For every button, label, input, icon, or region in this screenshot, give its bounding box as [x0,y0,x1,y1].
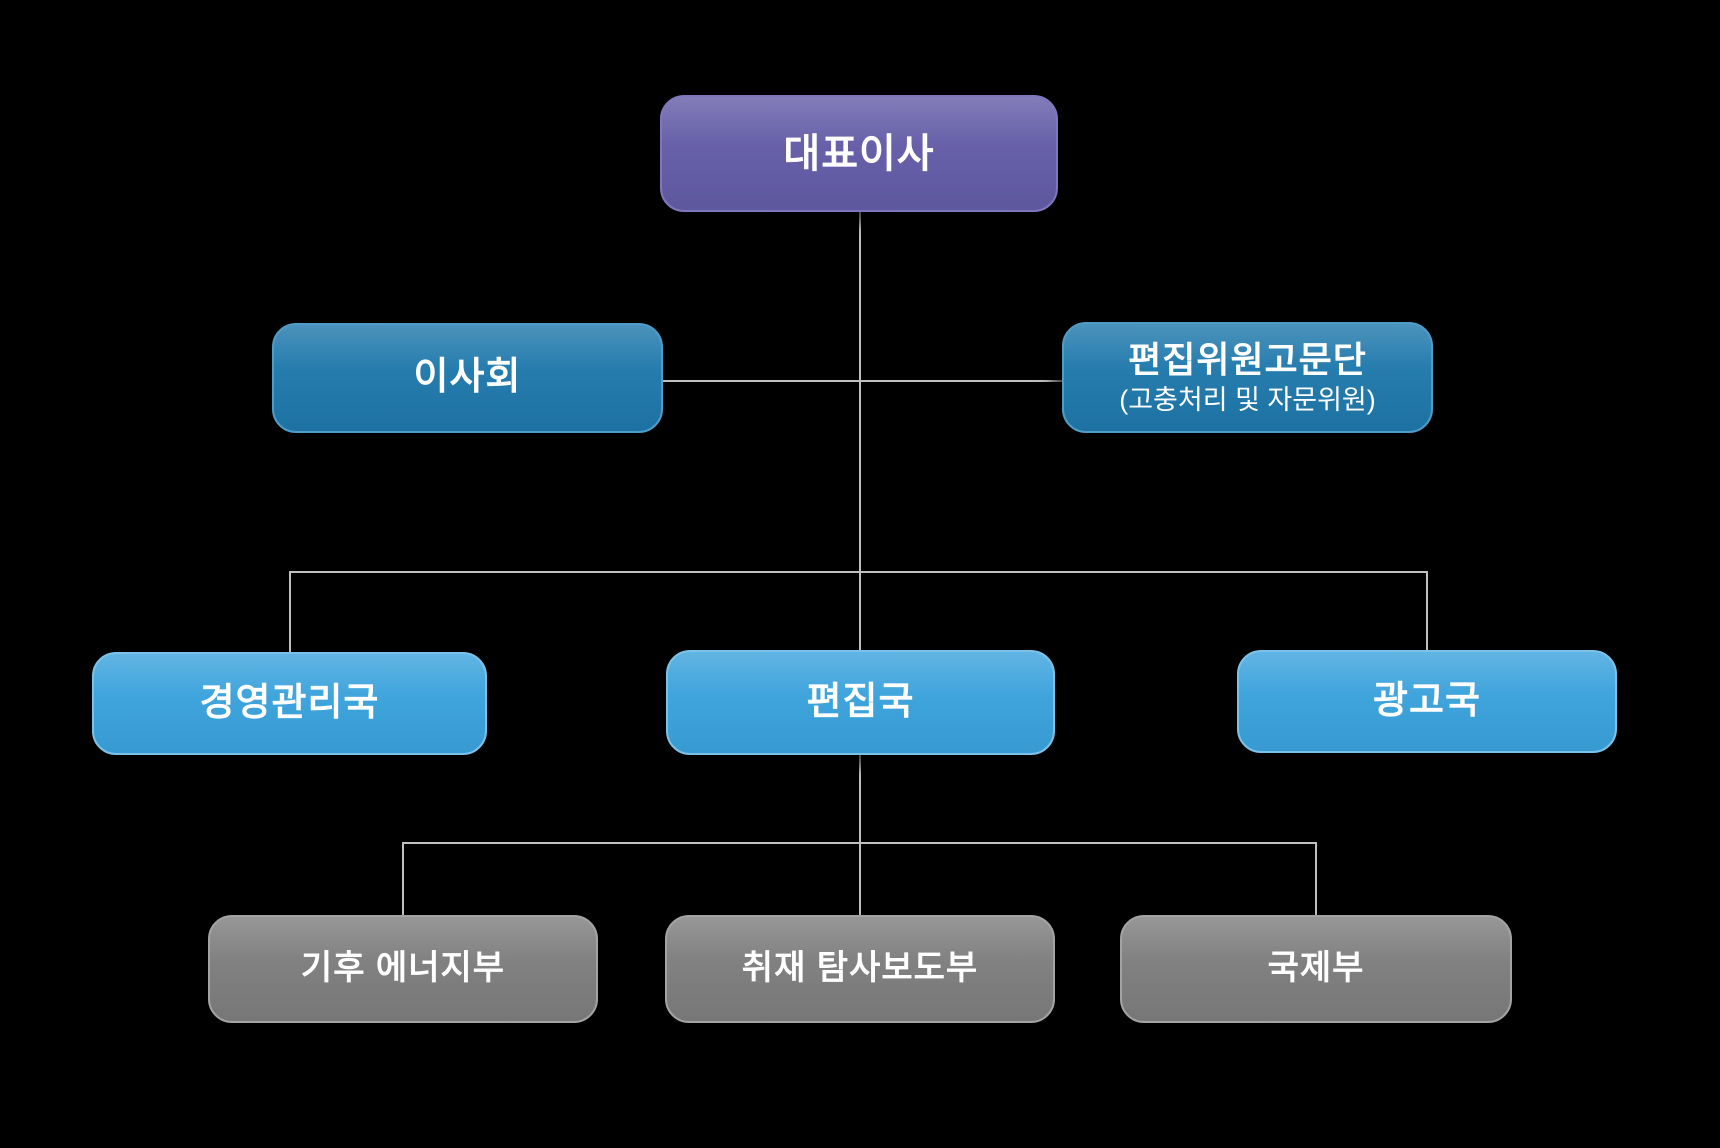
connector-drop-management [289,571,291,652]
connector-drop-advertising [1426,571,1428,652]
node-label: 대표이사 [783,131,935,176]
node-editorial-division: 편집국 [666,650,1055,755]
node-advertising-division: 광고국 [1237,650,1617,753]
node-label: 편집위원고문단 [1128,339,1367,381]
node-investigative-reporting-dept: 취재 탐사보도부 [665,915,1055,1023]
connector-editorial-vertical [859,753,861,916]
node-ceo: 대표이사 [660,95,1058,212]
node-board-of-directors: 이사회 [272,323,663,433]
node-sublabel: (고충처리 및 자문위원) [1119,384,1376,415]
node-label: 광고국 [1373,679,1481,722]
connector-ceo-vertical [859,211,861,651]
node-label: 기후 에너지부 [300,949,506,988]
node-climate-energy-dept: 기후 에너지부 [208,915,598,1023]
node-label: 취재 탐사보도부 [741,949,979,988]
connector-level2-horizontal [663,380,1063,382]
connector-level3-horizontal [289,571,1428,573]
connector-drop-international [1315,842,1317,916]
connector-level4-horizontal [402,842,1317,844]
node-international-dept: 국제부 [1120,915,1512,1023]
node-label: 경영관리국 [199,681,380,724]
node-management-division: 경영관리국 [92,652,487,755]
node-label: 편집국 [806,680,915,723]
node-label: 이사회 [413,356,522,399]
connector-drop-climate-energy [402,842,404,916]
node-editorial-advisory-group: 편집위원고문단 (고충처리 및 자문위원) [1062,322,1433,433]
node-label: 국제부 [1267,949,1365,988]
